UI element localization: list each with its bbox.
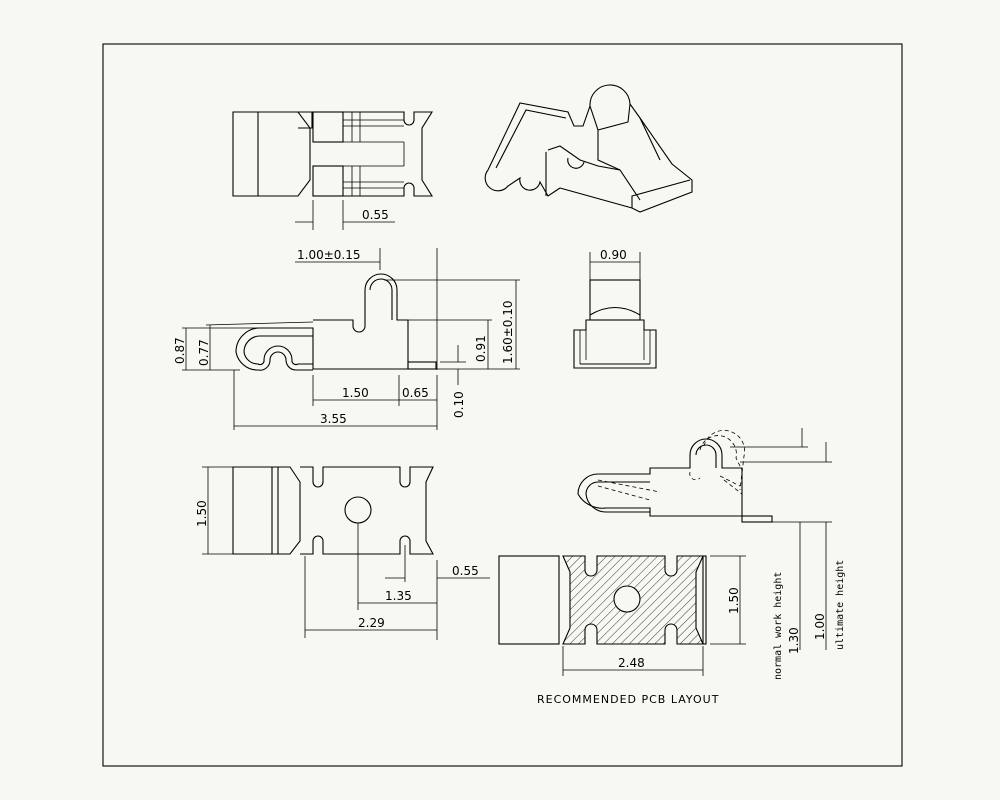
pcb-layout-title: RECOMMENDED PCB LAYOUT xyxy=(537,693,719,706)
working-height-view: 1.30 1.00 normal work height ultimate he… xyxy=(577,428,846,680)
bottom-view: 1.50 0.55 1.35 2.29 xyxy=(195,466,490,640)
dim-clip-width: 1.00±0.15 xyxy=(297,248,361,262)
dim-bottom-slot-055: 0.55 xyxy=(452,564,479,578)
dim-work-130: 1.30 xyxy=(787,627,801,654)
dim-top-gap: 0.55 xyxy=(362,208,389,222)
dim-pcb-height-150: 1.50 xyxy=(727,587,741,614)
top-view: 0.55 xyxy=(232,111,433,230)
dim-height-160: 1.60±0.10 xyxy=(501,301,515,365)
dim-ultimate-100: 1.00 xyxy=(813,613,827,640)
dim-pitch-150: 1.50 xyxy=(342,386,369,400)
pcb-layout: 1.50 2.48 RECOMMENDED PCB LAYOUT xyxy=(498,555,746,706)
dim-height-077: 0.77 xyxy=(197,339,211,366)
normal-work-height-label: normal work height xyxy=(773,572,784,680)
dim-pcb-width-248: 2.48 xyxy=(618,656,645,670)
dim-height-087: 0.87 xyxy=(173,337,187,364)
dim-pad-065: 0.65 xyxy=(402,386,429,400)
end-view: 0.90 xyxy=(573,248,657,369)
dim-bottom-height-150: 1.50 xyxy=(195,500,209,527)
dim-thick-010: 0.10 xyxy=(452,391,466,418)
isometric-view xyxy=(484,84,693,213)
side-view: 1.00±0.15 1.60±0.10 0.91 0.10 0.87 0.77 … xyxy=(173,248,520,430)
dim-bottom-135: 1.35 xyxy=(385,589,412,603)
dim-height-091: 0.91 xyxy=(474,335,488,362)
ultimate-height-label: ultimate height xyxy=(835,560,846,650)
dim-end-width-090: 0.90 xyxy=(600,248,627,262)
drawing-border xyxy=(102,43,903,767)
dim-bottom-229: 2.29 xyxy=(358,616,385,630)
dim-total-355: 3.55 xyxy=(320,412,347,426)
